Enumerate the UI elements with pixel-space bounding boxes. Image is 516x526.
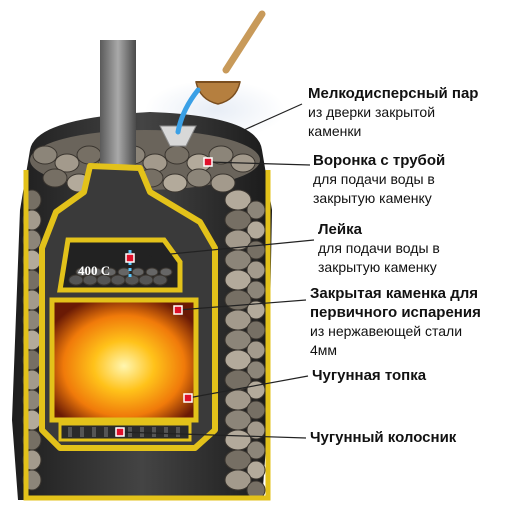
firebox bbox=[49, 297, 199, 423]
label-funnel-title: Воронка с трубой bbox=[313, 152, 446, 169]
grate-bar bbox=[104, 427, 108, 437]
label-fine-steam-line2: каменки bbox=[308, 123, 362, 139]
stone bbox=[103, 267, 117, 277]
stone bbox=[159, 267, 173, 277]
stone bbox=[110, 274, 126, 286]
label-closed-heater: Закрытая каменка для первичного испарени… bbox=[310, 284, 515, 360]
stone bbox=[246, 380, 266, 400]
stone bbox=[164, 145, 190, 165]
label-nozzle-title: Лейка bbox=[318, 221, 362, 238]
leader-line-steam bbox=[243, 103, 303, 131]
label-firebox-title: Чугунная топка bbox=[312, 367, 427, 384]
outer-frame bbox=[23, 170, 271, 501]
label-closed-heater-title1: Закрытая каменка для bbox=[310, 285, 478, 302]
leader-line-grate bbox=[119, 431, 307, 439]
stone bbox=[224, 469, 252, 491]
stone bbox=[246, 280, 266, 300]
marker-heater bbox=[173, 305, 183, 315]
leader-line-heater bbox=[177, 299, 307, 311]
marker-nozzle bbox=[125, 253, 135, 263]
stone bbox=[246, 340, 266, 360]
water-funnel bbox=[159, 125, 197, 147]
stone bbox=[246, 360, 266, 380]
stone bbox=[145, 267, 159, 277]
water-stream bbox=[175, 87, 201, 135]
stone bbox=[246, 400, 266, 420]
stone bbox=[246, 320, 266, 340]
label-fine-steam-title: Мелкодисперсный пар bbox=[308, 85, 479, 102]
stone bbox=[210, 173, 236, 193]
label-grate-title: Чугунный колосник bbox=[310, 429, 457, 446]
stone bbox=[152, 274, 168, 286]
stone bbox=[54, 153, 80, 173]
label-firebox: Чугунная топка bbox=[312, 366, 512, 385]
grate-bar bbox=[92, 427, 96, 437]
leader-line-firebox bbox=[187, 375, 309, 399]
label-funnel-line1: для подачи воды в bbox=[313, 171, 435, 187]
label-funnel: Воронка с трубой для подачи воды в закры… bbox=[313, 151, 513, 208]
temperature-label: 400 C bbox=[78, 263, 111, 278]
stone bbox=[246, 440, 266, 460]
grate-bar bbox=[152, 427, 156, 437]
stone bbox=[246, 420, 266, 440]
marker-firebox bbox=[183, 393, 193, 403]
leader-line-funnel bbox=[207, 161, 311, 166]
grate-bar bbox=[140, 427, 144, 437]
stone bbox=[32, 145, 58, 165]
stone bbox=[162, 173, 188, 193]
steel-frame bbox=[39, 163, 218, 451]
grate-bar bbox=[164, 427, 168, 437]
label-fine-steam-line1: из дверки закрытой bbox=[308, 104, 436, 120]
label-nozzle: Лейка для подачи воды в закрытую каменку bbox=[318, 220, 513, 277]
label-funnel-line2: закрытую каменку bbox=[313, 190, 432, 206]
stone bbox=[76, 145, 102, 165]
grate-bar bbox=[80, 427, 84, 437]
stone bbox=[246, 300, 266, 320]
stone bbox=[246, 260, 266, 280]
stone bbox=[246, 460, 266, 480]
stone bbox=[42, 168, 68, 188]
stone bbox=[89, 267, 103, 277]
label-closed-heater-line2: 4мм bbox=[310, 342, 338, 358]
leader-line-nozzle bbox=[129, 239, 315, 259]
label-closed-heater-title2: первичного испарения bbox=[310, 304, 481, 321]
stone bbox=[131, 267, 145, 277]
marker-funnel bbox=[203, 157, 213, 167]
label-fine-steam: Мелкодисперсный пар из дверки закрытой к… bbox=[308, 84, 513, 141]
label-nozzle-line1: для подачи воды в bbox=[318, 240, 440, 256]
ladle-icon bbox=[195, 10, 266, 105]
stone bbox=[117, 267, 131, 277]
label-closed-heater-line1: из нержавеющей стали bbox=[310, 323, 463, 339]
stone bbox=[186, 168, 212, 188]
stone bbox=[124, 274, 140, 286]
grate-bar bbox=[176, 427, 180, 437]
label-grate: Чугунный колосник bbox=[310, 428, 510, 447]
stone bbox=[246, 220, 266, 240]
label-nozzle-line2: закрытую каменку bbox=[318, 259, 437, 275]
stone bbox=[246, 200, 266, 220]
grate-bar bbox=[68, 427, 72, 437]
marker-grate bbox=[115, 427, 125, 437]
stone bbox=[75, 267, 89, 277]
stone bbox=[208, 145, 234, 165]
stone bbox=[138, 274, 154, 286]
heater-stones bbox=[68, 267, 173, 286]
